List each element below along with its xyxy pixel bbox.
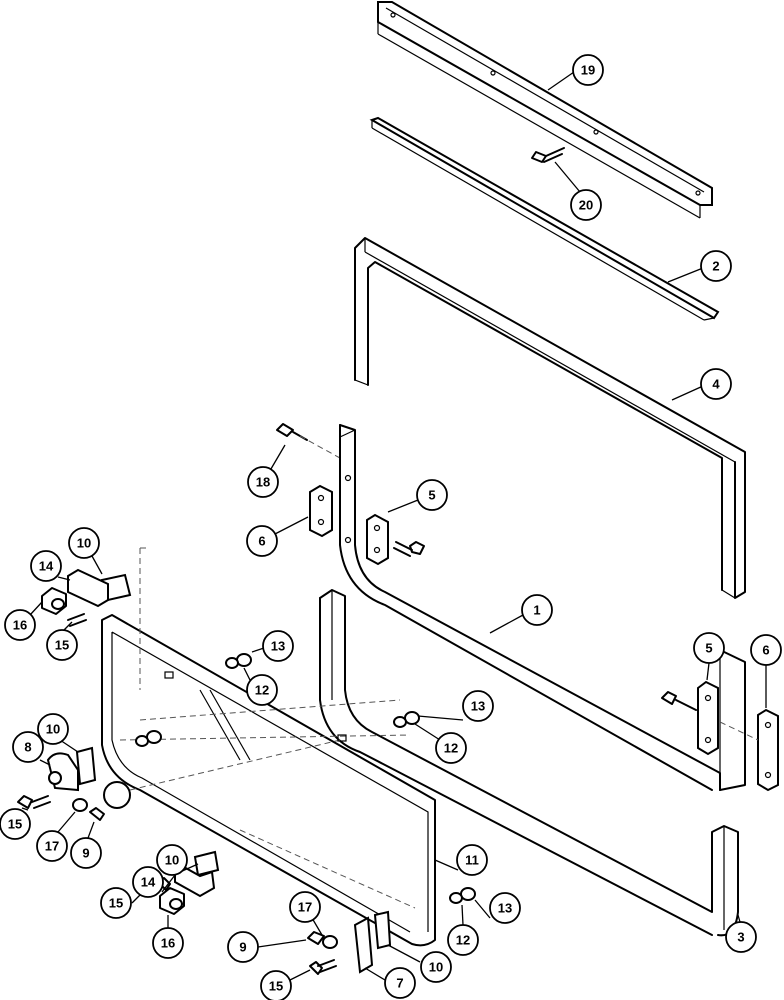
plate-5-lower bbox=[697, 680, 719, 756]
callout-1: 1 bbox=[521, 594, 553, 626]
washer-set-lower bbox=[449, 887, 476, 904]
svg-text:10: 10 bbox=[429, 960, 443, 975]
plate-6-upper bbox=[309, 484, 333, 538]
callout-16: 16 bbox=[152, 927, 184, 959]
svg-text:16: 16 bbox=[161, 936, 175, 951]
svg-text:11: 11 bbox=[465, 853, 479, 868]
latch-assembly-middle bbox=[17, 746, 131, 821]
callout-17: 17 bbox=[36, 830, 68, 862]
callout-5: 5 bbox=[416, 479, 448, 511]
callout-13: 13 bbox=[262, 630, 294, 662]
callout-6: 6 bbox=[246, 525, 278, 557]
latch-assembly-upper bbox=[41, 568, 132, 627]
svg-text:12: 12 bbox=[456, 933, 470, 948]
callout-20: 20 bbox=[570, 189, 602, 221]
svg-text:6: 6 bbox=[762, 643, 769, 658]
callout-10: 10 bbox=[37, 713, 69, 745]
callout-3: 3 bbox=[725, 921, 757, 953]
callouts: 19 20 2 4 18 5 6 1 5 6 3 10 14 16 15 13 … bbox=[0, 54, 782, 1000]
svg-text:10: 10 bbox=[77, 536, 91, 551]
callout-4: 4 bbox=[700, 368, 732, 400]
callout-12: 12 bbox=[246, 674, 278, 706]
svg-text:15: 15 bbox=[8, 817, 22, 832]
svg-text:16: 16 bbox=[13, 618, 27, 633]
callout-13: 13 bbox=[462, 690, 494, 722]
svg-text:5: 5 bbox=[428, 488, 435, 503]
svg-text:19: 19 bbox=[581, 63, 595, 78]
bolt-18 bbox=[276, 423, 341, 459]
top-channel-rail bbox=[377, 1, 713, 219]
svg-text:13: 13 bbox=[471, 699, 485, 714]
door-glass-panel bbox=[101, 547, 436, 947]
svg-text:3: 3 bbox=[737, 930, 744, 945]
bottom-hardware bbox=[307, 910, 392, 975]
svg-text:15: 15 bbox=[109, 896, 123, 911]
callout-13: 13 bbox=[489, 892, 521, 924]
callout-15: 15 bbox=[260, 970, 292, 1000]
washer-set-upper bbox=[135, 653, 252, 747]
callout-8: 8 bbox=[12, 731, 44, 763]
callout-17: 17 bbox=[289, 891, 321, 923]
callout-15: 15 bbox=[46, 629, 78, 661]
svg-text:18: 18 bbox=[256, 475, 270, 490]
svg-text:10: 10 bbox=[46, 722, 60, 737]
svg-text:2: 2 bbox=[712, 259, 719, 274]
callout-14: 14 bbox=[30, 550, 62, 582]
svg-text:15: 15 bbox=[55, 638, 69, 653]
callout-12: 12 bbox=[447, 924, 479, 956]
seal-frame bbox=[354, 237, 746, 599]
bolt-5-upper bbox=[393, 541, 425, 557]
svg-text:8: 8 bbox=[24, 740, 31, 755]
callout-6: 6 bbox=[750, 634, 782, 666]
callout-11: 11 bbox=[456, 844, 488, 876]
svg-text:7: 7 bbox=[396, 976, 403, 991]
callout-5: 5 bbox=[693, 632, 725, 664]
plate-6-lower bbox=[719, 708, 779, 792]
svg-text:5: 5 bbox=[705, 641, 712, 656]
svg-text:20: 20 bbox=[579, 198, 593, 213]
svg-text:14: 14 bbox=[39, 559, 54, 574]
svg-text:14: 14 bbox=[141, 875, 156, 890]
glass-strip bbox=[369, 116, 720, 321]
svg-text:13: 13 bbox=[271, 639, 285, 654]
leader-lines bbox=[21, 71, 767, 981]
callout-10: 10 bbox=[420, 951, 452, 983]
svg-text:6: 6 bbox=[258, 534, 265, 549]
callout-18: 18 bbox=[247, 466, 279, 498]
callout-10: 10 bbox=[68, 527, 100, 559]
callout-15: 15 bbox=[0, 808, 31, 840]
svg-text:9: 9 bbox=[82, 846, 89, 861]
svg-text:15: 15 bbox=[269, 979, 283, 994]
callout-2: 2 bbox=[700, 250, 732, 282]
plate-5-upper bbox=[366, 513, 389, 566]
callout-9: 9 bbox=[70, 837, 102, 869]
svg-text:13: 13 bbox=[498, 901, 512, 916]
callout-14: 14 bbox=[132, 866, 164, 898]
callout-16: 16 bbox=[4, 609, 36, 641]
screw-20 bbox=[531, 147, 565, 163]
lower-channel bbox=[319, 589, 739, 937]
svg-text:9: 9 bbox=[239, 940, 246, 955]
callout-19: 19 bbox=[572, 54, 604, 86]
svg-text:10: 10 bbox=[165, 853, 179, 868]
callout-15: 15 bbox=[100, 887, 132, 919]
svg-text:1: 1 bbox=[533, 603, 540, 618]
callout-12: 12 bbox=[435, 732, 467, 764]
washer-set-middle bbox=[393, 711, 420, 728]
callout-9: 9 bbox=[227, 931, 259, 963]
svg-text:12: 12 bbox=[255, 683, 269, 698]
svg-text:12: 12 bbox=[444, 741, 458, 756]
callout-10: 10 bbox=[156, 844, 188, 876]
svg-text:4: 4 bbox=[712, 377, 720, 392]
bolt-5-lower bbox=[661, 691, 697, 711]
callout-7: 7 bbox=[384, 967, 416, 999]
svg-text:17: 17 bbox=[298, 900, 312, 915]
svg-text:17: 17 bbox=[45, 839, 59, 854]
